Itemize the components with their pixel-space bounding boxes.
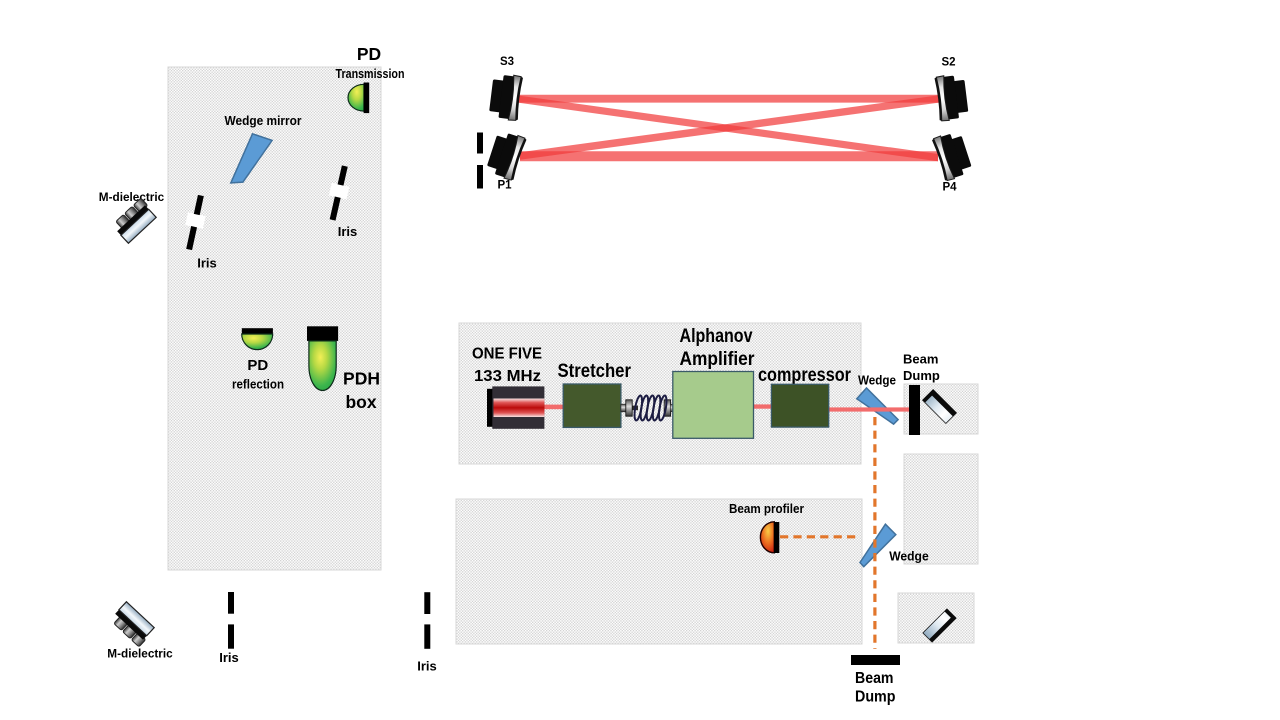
svg-text:Iris: Iris (197, 256, 217, 271)
svg-text:compressor: compressor (758, 365, 852, 386)
svg-text:PD: PD (357, 44, 381, 64)
svg-text:box: box (345, 392, 376, 412)
svg-text:Wedge: Wedge (889, 549, 929, 564)
svg-text:Dump: Dump (855, 689, 896, 706)
svg-text:P4: P4 (942, 182, 957, 194)
svg-text:P1: P1 (497, 180, 512, 192)
svg-text:Transmission: Transmission (336, 67, 405, 81)
svg-text:Beam: Beam (855, 670, 894, 687)
svg-text:M-dielectric: M-dielectric (99, 190, 165, 204)
svg-text:Dump: Dump (903, 368, 940, 383)
svg-text:Beam profiler: Beam profiler (729, 502, 804, 516)
svg-text:Beam: Beam (903, 352, 938, 367)
svg-text:PDH: PDH (343, 369, 380, 389)
svg-text:S3: S3 (500, 56, 514, 68)
svg-text:ONE FIVE: ONE FIVE (472, 345, 542, 362)
svg-text:reflection: reflection (232, 377, 284, 392)
svg-text:Stretcher: Stretcher (558, 361, 632, 382)
svg-text:133 MHz: 133 MHz (474, 368, 541, 385)
svg-text:Amplifier: Amplifier (680, 349, 756, 370)
svg-text:PD: PD (247, 357, 268, 374)
svg-text:Wedge mirror: Wedge mirror (225, 113, 302, 128)
svg-text:Alphanov: Alphanov (680, 326, 753, 347)
svg-text:M-dielectric: M-dielectric (107, 647, 173, 661)
svg-text:Iris: Iris (219, 650, 239, 665)
svg-text:Iris: Iris (417, 659, 437, 674)
svg-text:Wedge: Wedge (858, 373, 896, 388)
svg-text:Iris: Iris (338, 224, 358, 239)
svg-text:S2: S2 (941, 57, 955, 69)
